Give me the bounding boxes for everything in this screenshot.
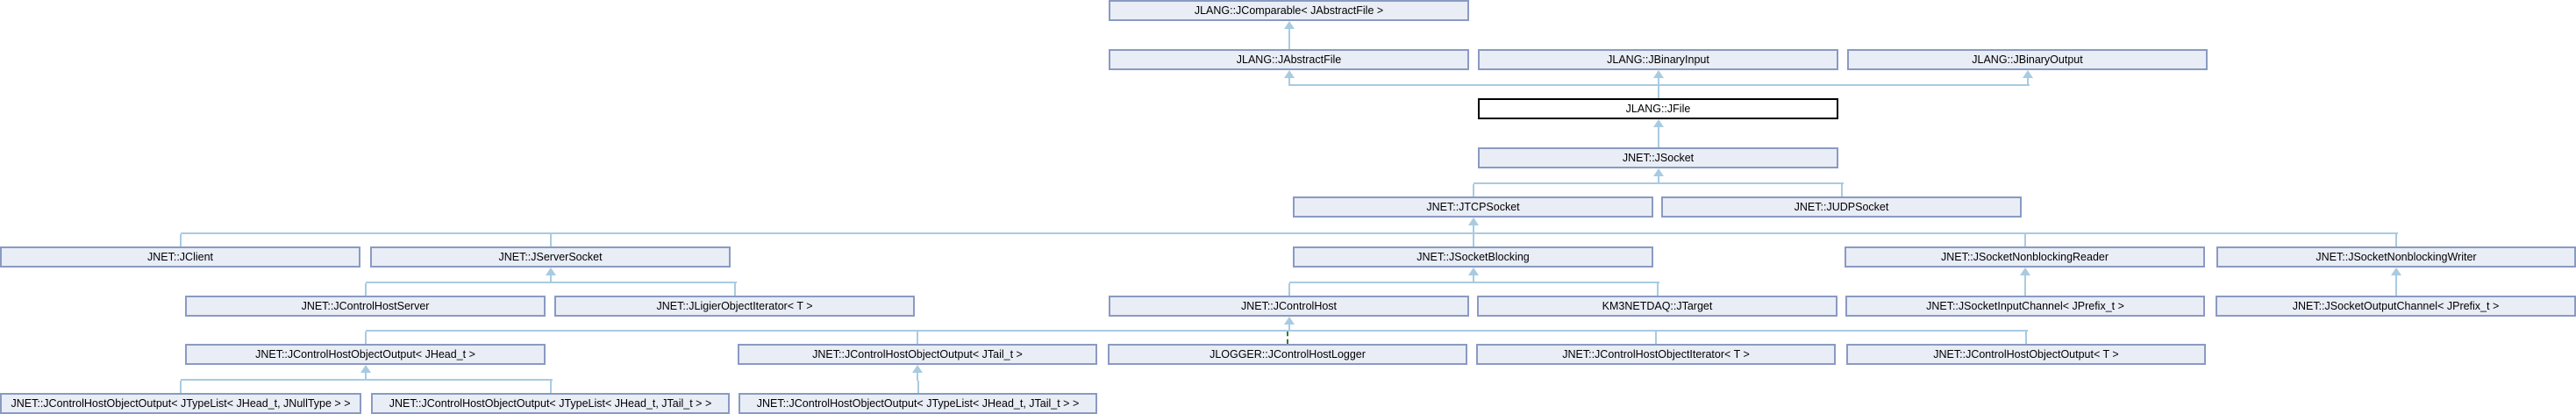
inheritance-edge [733, 283, 736, 296]
inheritance-edge [1288, 77, 1290, 86]
class-node-serversocket[interactable]: JNET::JServerSocket [370, 246, 731, 268]
inheritance-arrow-icon [1652, 168, 1664, 176]
inheritance-edge [1472, 275, 1474, 283]
inheritance-edge [1288, 37, 1290, 49]
inheritance-edge [2023, 234, 2026, 246]
inheritance-edge [2023, 275, 2026, 283]
class-node-nbreader[interactable]: JNET::JSocketNonblockingReader [1845, 246, 2205, 268]
inheritance-edge [1657, 135, 1659, 147]
inheritance-arrow-icon [545, 268, 556, 275]
inheritance-edge [1655, 332, 1657, 344]
class-node-out_t[interactable]: JNET::JControlHostObjectOutput< T > [1846, 344, 2206, 365]
inheritance-edge [549, 234, 552, 246]
inheritance-arrow-icon [360, 365, 371, 373]
inheritance-edge [1288, 283, 1290, 296]
inheritance-arrow-icon [1283, 21, 1295, 29]
class-node-jtarget[interactable]: KM3NETDAQ::JTarget [1477, 296, 1837, 317]
inheritance-edge [1472, 234, 1474, 246]
inheritance-arrow-icon [2391, 268, 2401, 275]
inheritance-edge [180, 381, 182, 393]
inheritance-arrow-icon [1283, 70, 1295, 78]
class-node-abstractfile[interactable]: JLANG::JAbstractFile [1109, 49, 1469, 70]
inheritance-edge [1657, 126, 1659, 135]
inheritance-edge [549, 275, 552, 283]
inheritance-edge-protected [1287, 332, 1288, 344]
inheritance-edge-rail [365, 282, 737, 283]
inheritance-edge-rail [1288, 282, 1659, 283]
class-node-blocking[interactable]: JNET::JSocketBlocking [1293, 246, 1653, 268]
class-node-jsocket[interactable]: JNET::JSocket [1478, 147, 1838, 168]
class-node-udpsocket[interactable]: JNET::JUDPSocket [1661, 196, 2022, 218]
inheritance-edge [1657, 86, 1659, 98]
class-node-chlogger[interactable]: JLOGGER::JControlHostLogger [1108, 344, 1467, 365]
inheritance-edge [2026, 77, 2029, 86]
class-node-out_list_null[interactable]: JNET::JControlHostObjectOutput< JTypeLis… [0, 393, 361, 414]
class-node-comparable[interactable]: JLANG::JComparable< JAbstractFile > [1109, 0, 1469, 21]
inheritance-edge-rail [1658, 84, 2030, 86]
class-node-ligier[interactable]: JNET::JLigierObjectIterator< T > [554, 296, 915, 317]
class-node-binaryoutput[interactable]: JLANG::JBinaryOutput [1847, 49, 2208, 70]
inheritance-arrow-icon [1652, 70, 1664, 78]
inheritance-edge [1472, 184, 1474, 196]
inheritance-edge [1657, 175, 1659, 184]
inheritance-edge [2024, 283, 2026, 296]
inheritance-edge [1657, 77, 1659, 86]
inheritance-edge-rail [365, 330, 2028, 332]
inheritance-edge [2394, 283, 2397, 296]
inheritance-edge [2025, 332, 2027, 344]
class-node-out_list_tail1[interactable]: JNET::JControlHostObjectOutput< JTypeLis… [371, 393, 730, 414]
class-node-controlhost[interactable]: JNET::JControlHost [1109, 296, 1469, 317]
inheritance-edge [1288, 28, 1290, 37]
inheritance-edge-rail [180, 232, 2398, 234]
inheritance-arrow-icon [2019, 268, 2030, 275]
inheritance-arrow-icon [2022, 70, 2033, 78]
inheritance-arrow-icon [1652, 119, 1664, 127]
class-node-jclient[interactable]: JNET::JClient [0, 246, 360, 268]
inheritance-edge-rail [181, 379, 553, 381]
class-node-outputchannel[interactable]: JNET::JSocketOutputChannel< JPrefix_t > [2216, 296, 2576, 317]
class-node-inputchannel[interactable]: JNET::JSocketInputChannel< JPrefix_t > [1845, 296, 2205, 317]
inheritance-edge [1840, 184, 1843, 196]
inheritance-edge [1472, 225, 1474, 234]
class-node-out_list_tail2[interactable]: JNET::JControlHostObjectOutput< JTypeLis… [739, 393, 1097, 414]
inheritance-edge [917, 332, 918, 344]
inheritance-edge [549, 381, 552, 393]
class-node-tcpsocket[interactable]: JNET::JTCPSocket [1293, 196, 1653, 218]
class-node-chiterator[interactable]: JNET::JControlHostObjectIterator< T > [1476, 344, 1836, 365]
inheritance-arrow-icon [912, 365, 923, 373]
inheritance-edge [2395, 275, 2397, 283]
class-node-chserver[interactable]: JNET::JControlHostServer [185, 296, 546, 317]
inheritance-edge-rail [1473, 182, 1844, 184]
inheritance-edge [917, 372, 918, 381]
inheritance-edge-rail [1288, 84, 1660, 86]
inheritance-edge [2395, 234, 2397, 246]
inheritance-edge [364, 332, 367, 344]
class-node-out_head[interactable]: JNET::JControlHostObjectOutput< JHead_t … [185, 344, 546, 365]
class-node-nbwriter[interactable]: JNET::JSocketNonblockingWriter [2216, 246, 2576, 268]
inheritance-arrow-icon [1467, 268, 1479, 275]
inheritance-edge [1656, 283, 1659, 296]
inheritance-edge [364, 283, 367, 296]
class-node-binaryinput[interactable]: JLANG::JBinaryInput [1478, 49, 1838, 70]
inheritance-edge [917, 381, 919, 393]
inheritance-edge [364, 372, 367, 381]
inheritance-edge [179, 234, 182, 246]
class-node-out_tail[interactable]: JNET::JControlHostObjectOutput< JTail_t … [738, 344, 1097, 365]
inheritance-arrow-icon [1467, 218, 1479, 225]
inheritance-arrow-icon [1283, 317, 1295, 325]
class-node-jfile[interactable]: JLANG::JFile [1478, 98, 1838, 119]
inheritance-edge [1288, 324, 1290, 332]
